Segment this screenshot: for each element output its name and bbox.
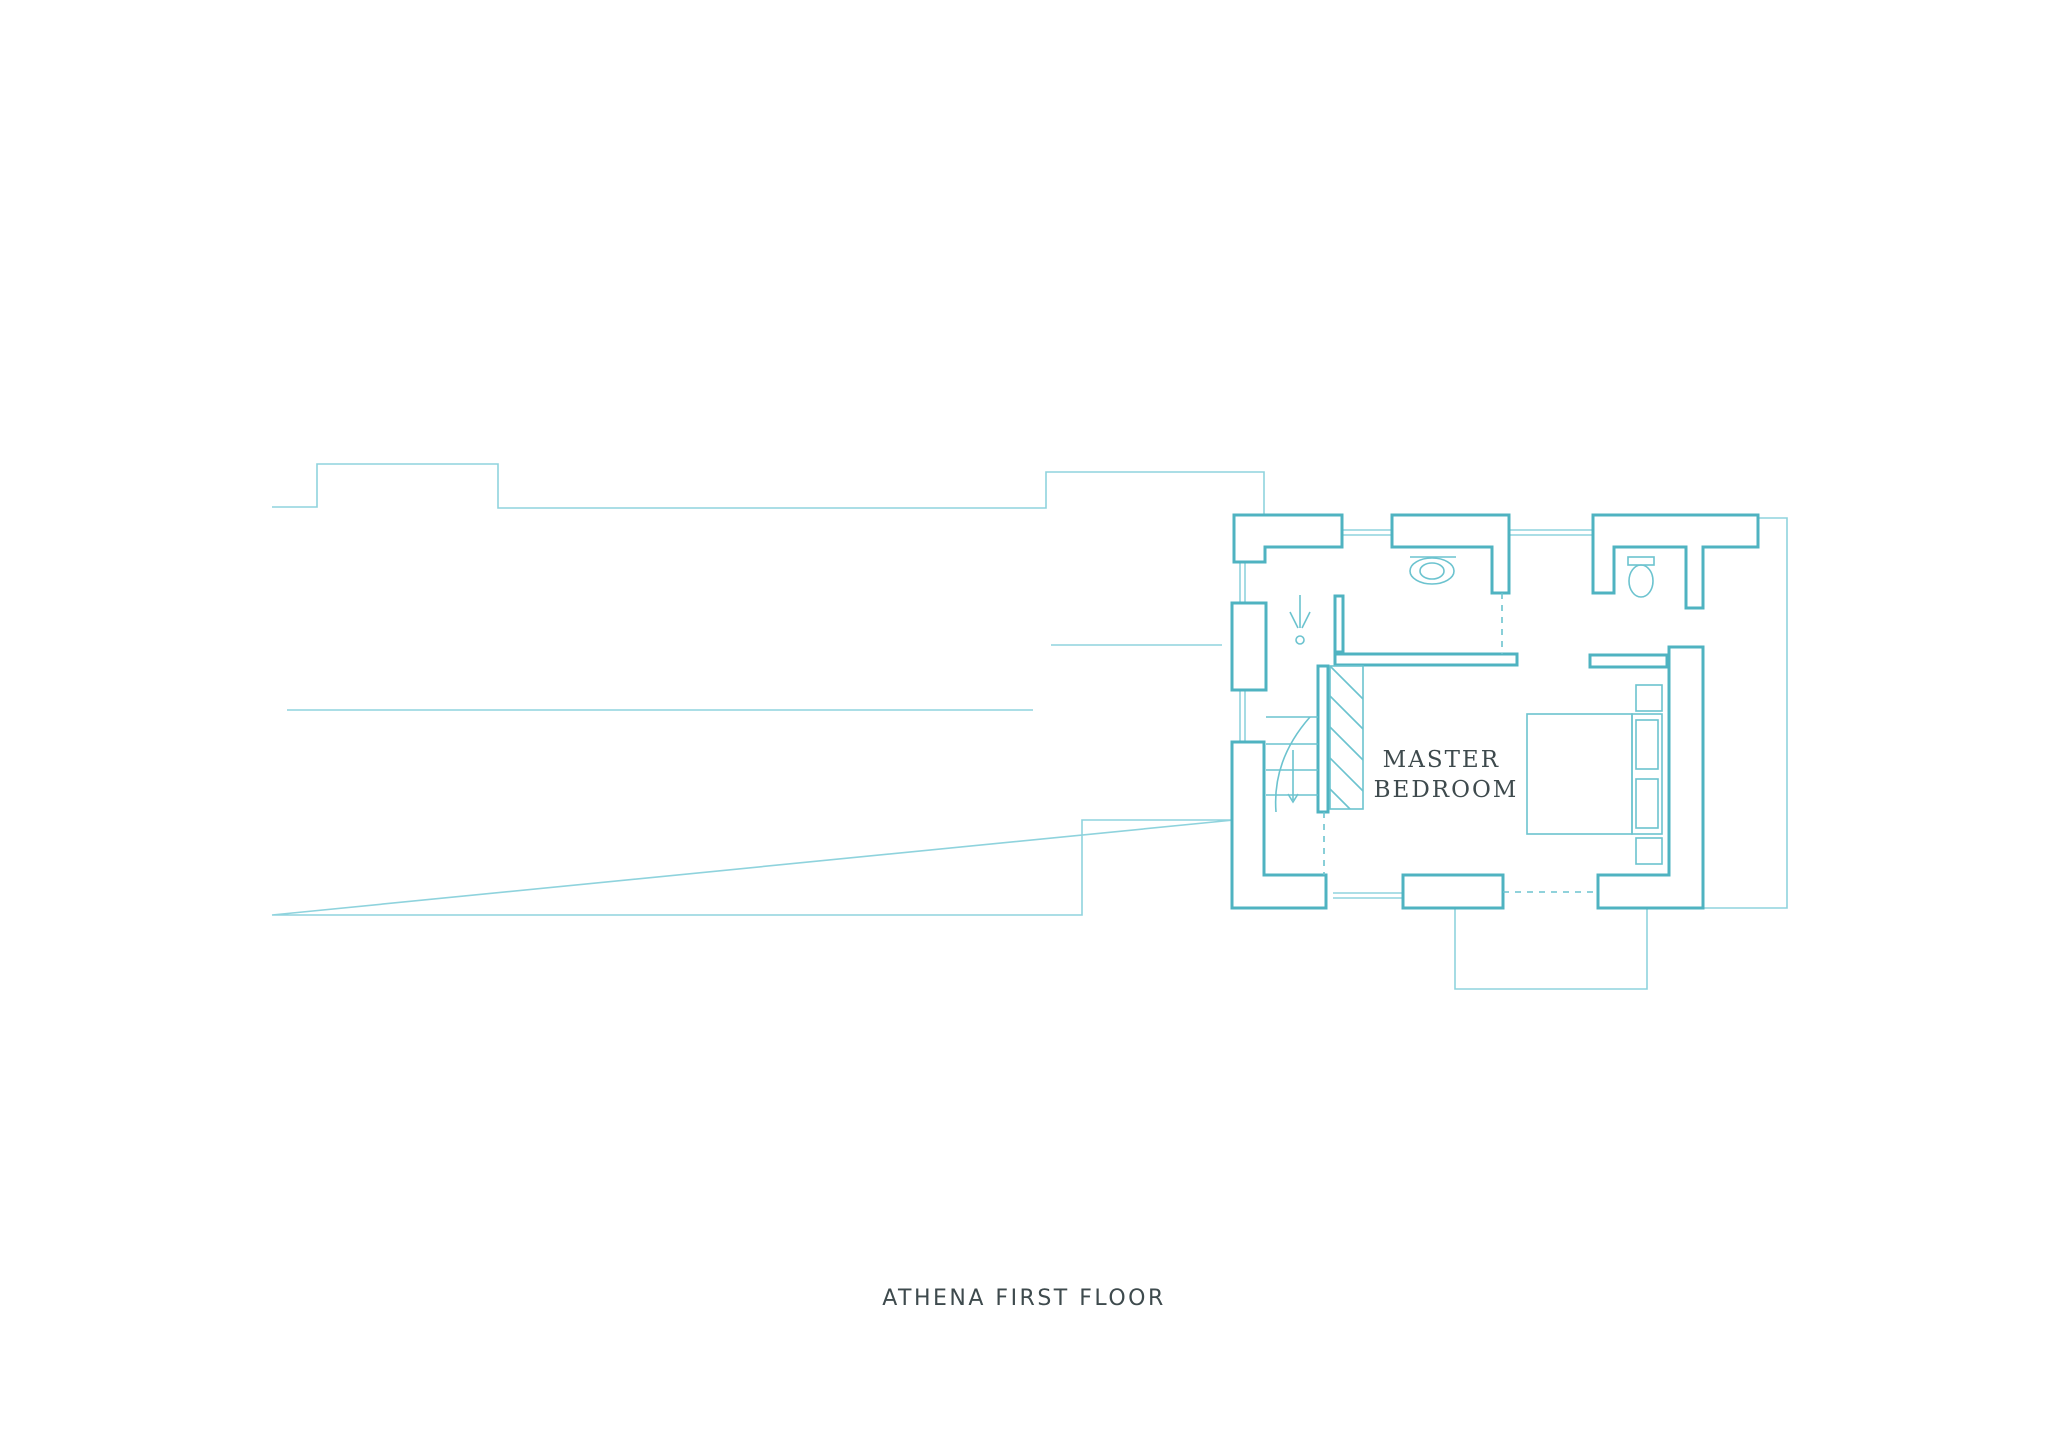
bed xyxy=(1526,684,1663,865)
shower-icon xyxy=(1289,595,1311,645)
room-label: MASTER BEDROOM xyxy=(1374,747,1519,803)
floor-plan-title: ATHENA FIRST FLOOR xyxy=(882,1286,1166,1311)
walls xyxy=(1230,513,1760,910)
toilet-icon xyxy=(1627,556,1655,598)
room-label-line-1: MASTER xyxy=(1383,747,1500,773)
room-label-line-2: BEDROOM xyxy=(1374,777,1519,803)
staircase xyxy=(1266,716,1318,813)
windows xyxy=(1239,529,1593,899)
wardrobe xyxy=(1329,665,1364,810)
balcony-outline xyxy=(1454,908,1648,990)
ground-floor-outline xyxy=(271,463,1265,916)
basin-icon xyxy=(1409,556,1456,585)
right-terrace-outline xyxy=(1704,517,1788,909)
